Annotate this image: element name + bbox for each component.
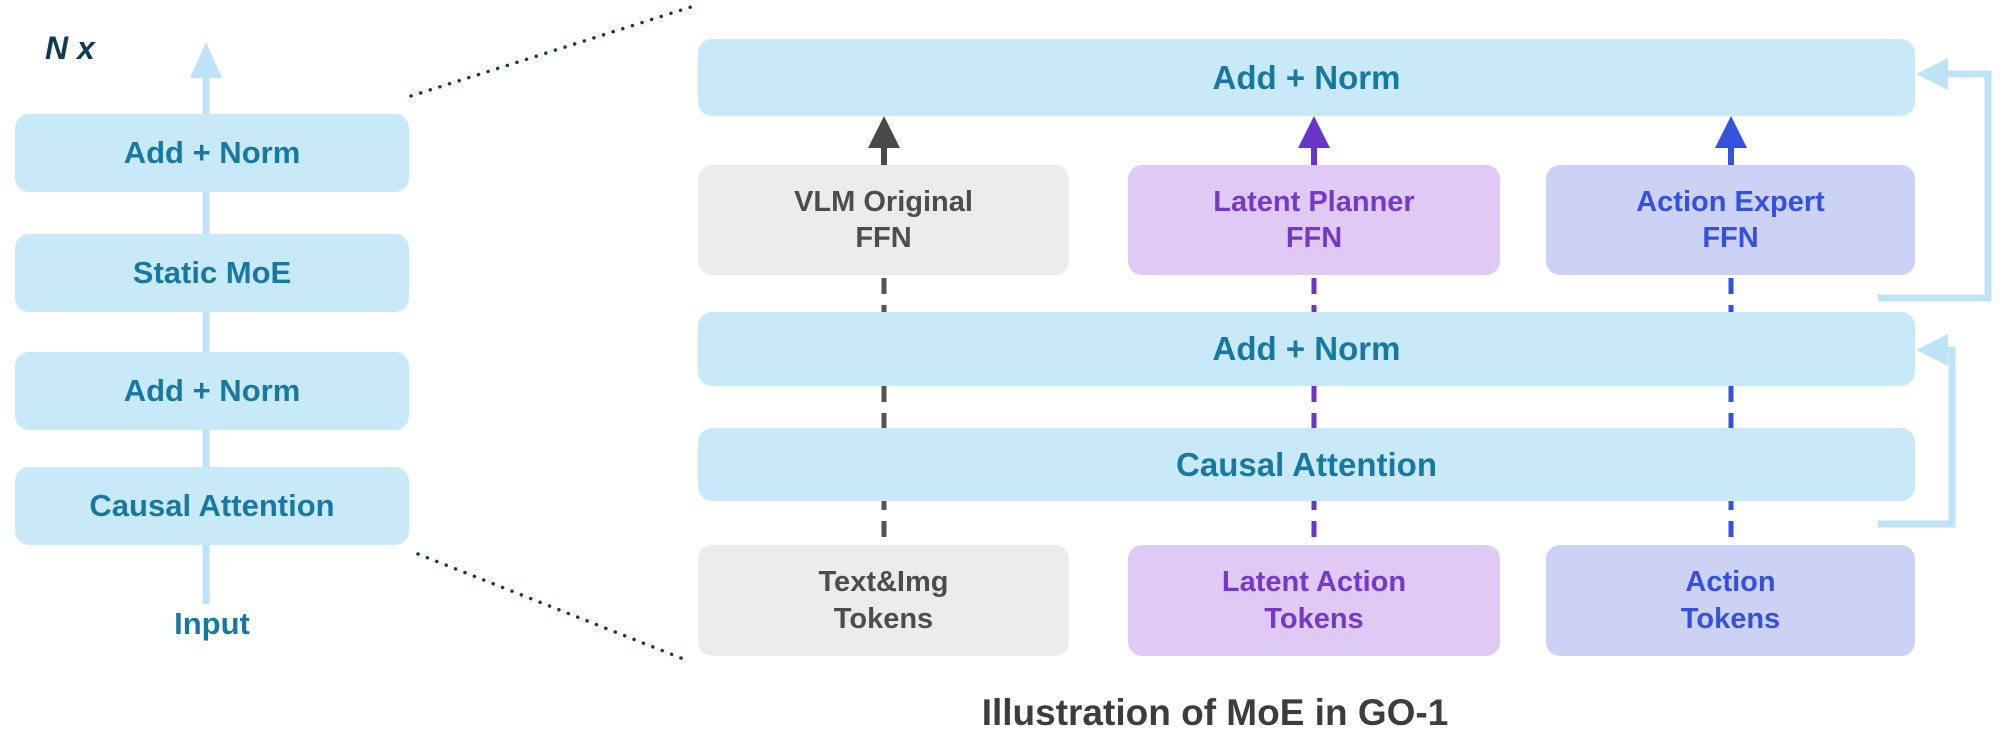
latent-planner-ffn-box: Latent Planner FFN xyxy=(1128,165,1500,275)
zoom-dotted-line-top xyxy=(409,4,696,98)
vlm-up-arrow-icon xyxy=(868,116,900,168)
action-tokens-box: Action Tokens xyxy=(1546,545,1915,656)
left-box-add-norm-bottom: Add + Norm xyxy=(15,352,409,430)
causal-attention-bar: Causal Attention xyxy=(698,428,1915,501)
vlm-original-ffn-box: VLM Original FFN xyxy=(698,165,1069,275)
left-box-add-norm-top: Add + Norm xyxy=(15,114,409,192)
mid-add-norm-bar: Add + Norm xyxy=(698,312,1915,386)
left-box-causal-attention: Causal Attention xyxy=(15,467,409,545)
latent-planner-up-arrow-icon xyxy=(1298,116,1330,168)
left-box-static-moe: Static MoE xyxy=(15,234,409,312)
text-img-tokens-box: Text&Img Tokens xyxy=(698,545,1069,656)
repeat-count-label: N x xyxy=(45,30,95,66)
input-label: Input xyxy=(174,606,250,641)
top-add-norm-bar: Add + Norm xyxy=(698,39,1915,116)
action-expert-up-arrow-icon xyxy=(1715,116,1747,168)
diagram-caption: Illustration of MoE in GO-1 xyxy=(981,692,1449,733)
action-expert-ffn-box: Action Expert FFN xyxy=(1546,165,1915,275)
latent-action-tokens-box: Latent Action Tokens xyxy=(1128,545,1500,656)
zoom-dotted-line-bottom xyxy=(416,552,688,662)
